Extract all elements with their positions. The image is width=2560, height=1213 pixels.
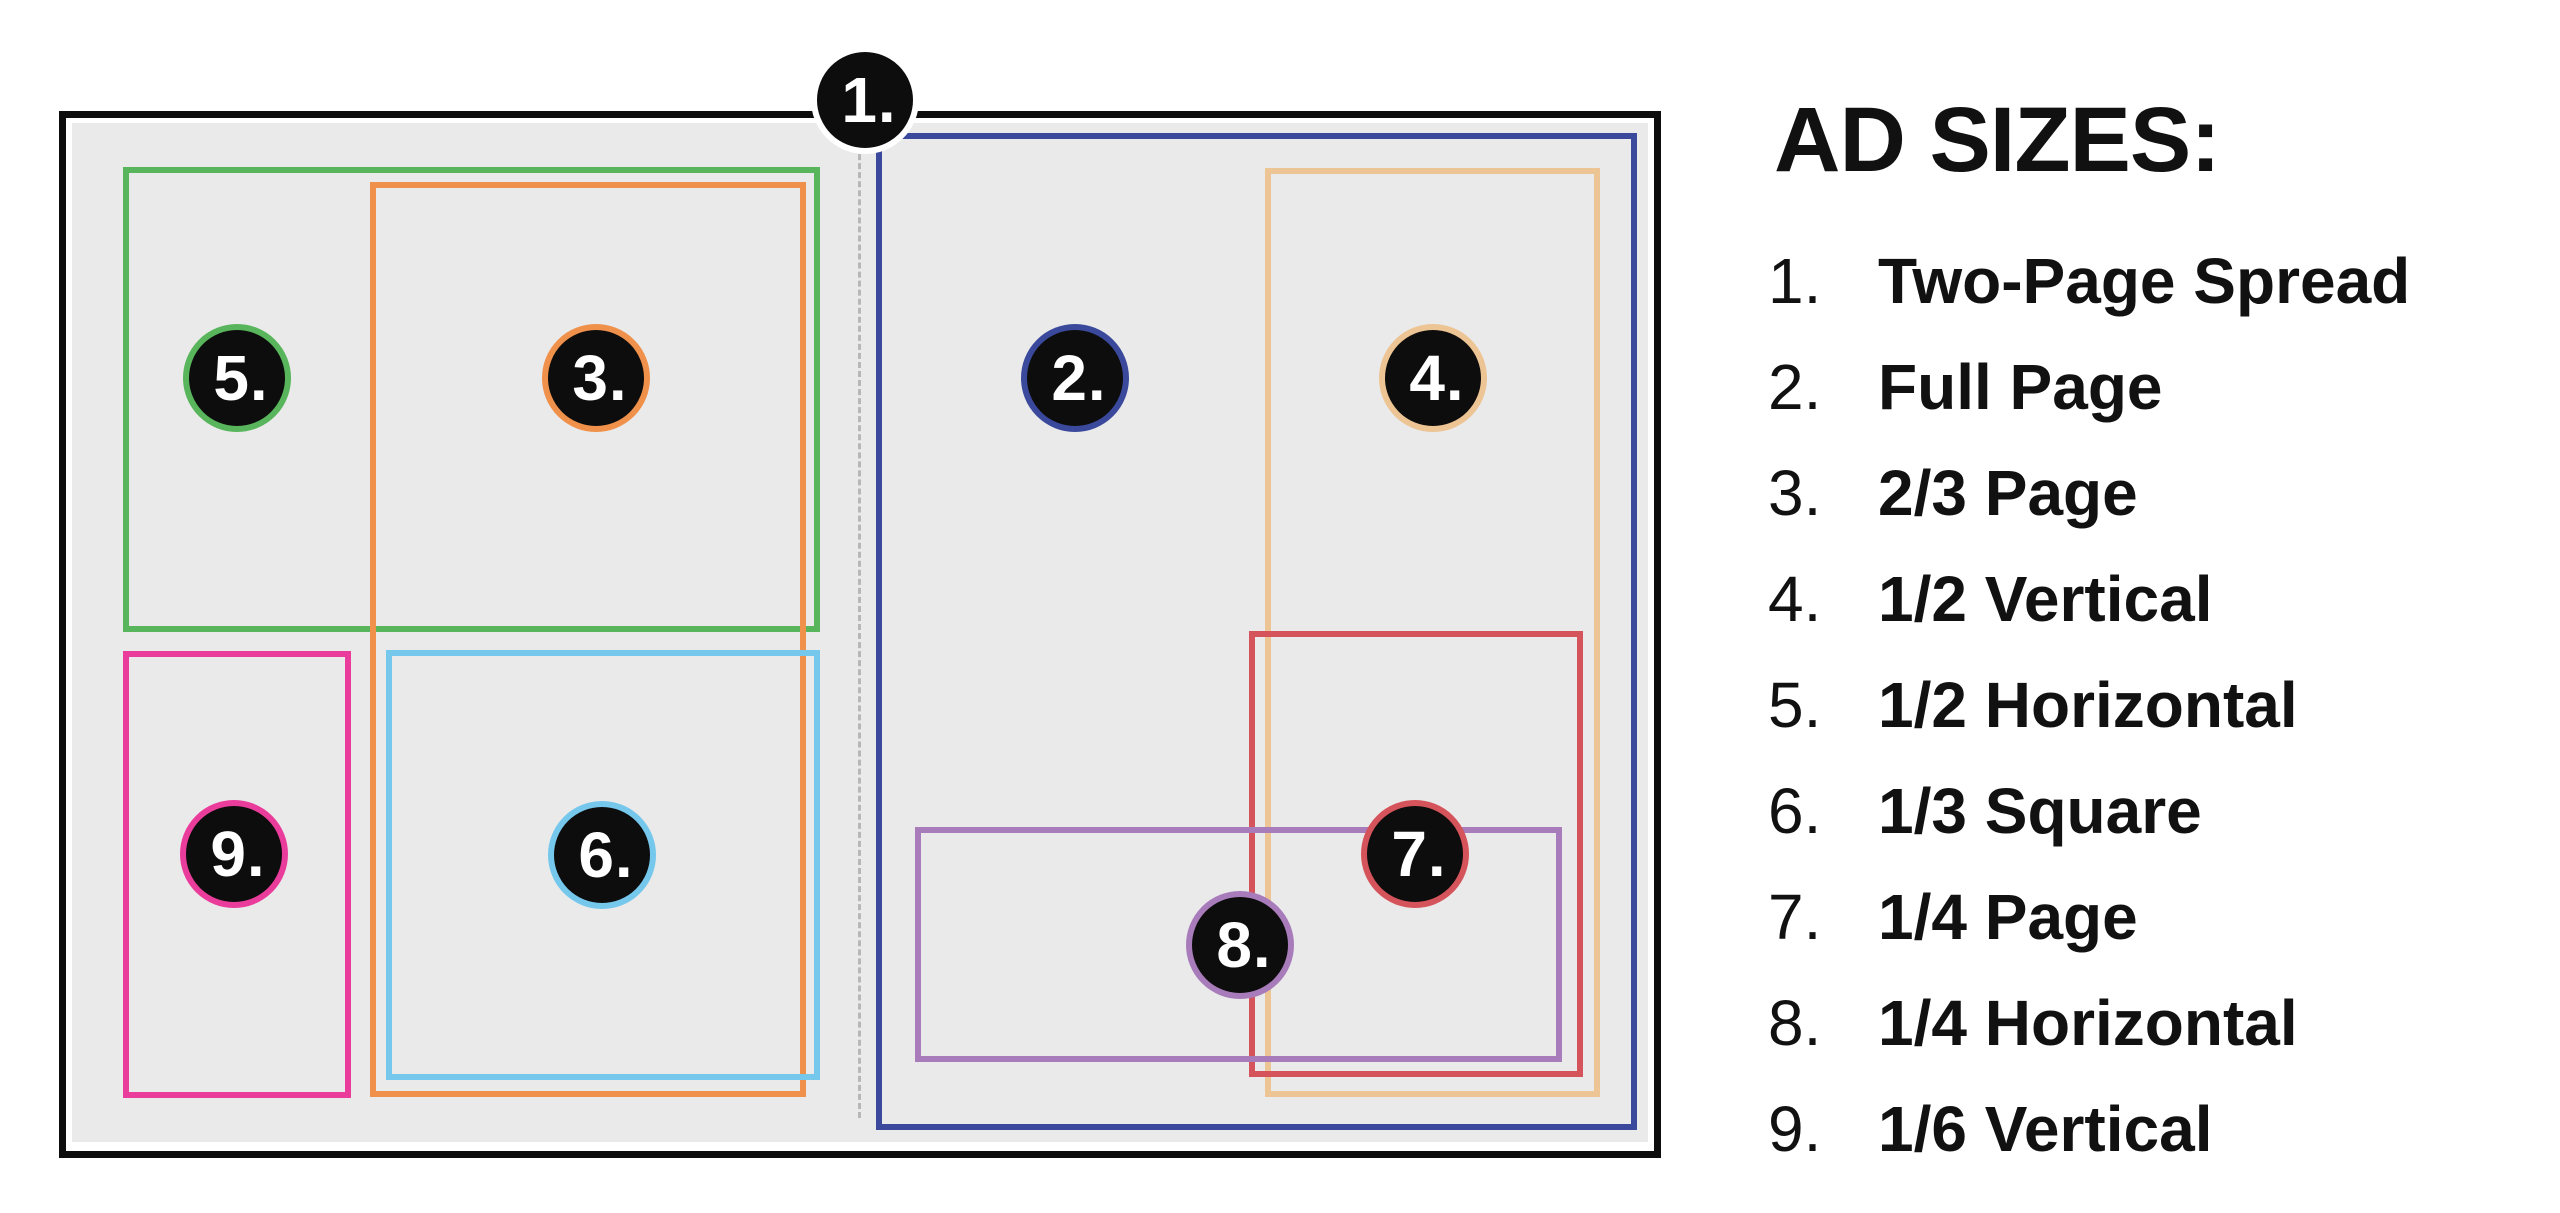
ad-marker-label: 1. xyxy=(841,64,897,136)
legend-item-number: 8. xyxy=(1768,987,1822,1059)
legend-item-label: Two-Page Spread xyxy=(1878,245,2411,317)
legend-item-number: 1. xyxy=(1768,245,1822,317)
ad-marker-label: 2. xyxy=(1051,342,1107,414)
ad-marker-6: 6. xyxy=(548,801,656,909)
legend-title: AD SIZES: xyxy=(1774,89,2221,191)
legend-item-label: 1/4 Page xyxy=(1878,881,2138,953)
legend-item-number: 2. xyxy=(1768,351,1822,423)
ad-marker-label: 6. xyxy=(578,819,634,891)
legend-item-number: 3. xyxy=(1768,457,1822,529)
legend-item-number: 6. xyxy=(1768,775,1822,847)
ad-rect-6 xyxy=(386,650,820,1080)
ad-marker-label: 3. xyxy=(572,342,628,414)
legend-item-4: 4. 1/2 Vertical xyxy=(1768,562,2558,635)
legend-item-6: 6. 1/3 Square xyxy=(1768,774,2558,847)
legend-item-1: 1. Two-Page Spread xyxy=(1768,244,2558,317)
ad-rect-2 xyxy=(876,133,1637,1130)
legend-item-number: 5. xyxy=(1768,669,1822,741)
ad-marker-1: 1. xyxy=(811,46,919,154)
ad-marker-label: 4. xyxy=(1409,342,1465,414)
ad-marker-7: 7. xyxy=(1361,800,1469,908)
legend-item-label: 1/2 Vertical xyxy=(1878,563,2213,635)
ad-marker-2: 2. xyxy=(1021,324,1129,432)
ad-rect-8 xyxy=(915,827,1562,1062)
ad-marker-4: 4. xyxy=(1379,324,1487,432)
ad-marker-3: 3. xyxy=(542,324,650,432)
ad-rect-3 xyxy=(370,182,806,1097)
ad-rect-5 xyxy=(123,167,820,632)
ad-marker-5: 5. xyxy=(183,324,291,432)
legend-item-number: 9. xyxy=(1768,1093,1822,1165)
legend-item-label: Full Page xyxy=(1878,351,2163,423)
legend-item-2: 2. Full Page xyxy=(1768,350,2558,423)
legend-item-5: 5. 1/2 Horizontal xyxy=(1768,668,2558,741)
legend-item-9: 9. 1/6 Vertical xyxy=(1768,1092,2558,1165)
legend-item-label: 1/2 Horizontal xyxy=(1878,669,2298,741)
legend-item-label: 2/3 Page xyxy=(1878,457,2138,529)
legend-item-label: 1/3 Square xyxy=(1878,775,2202,847)
legend-item-number: 4. xyxy=(1768,563,1822,635)
legend-item-label: 1/4 Horizontal xyxy=(1878,987,2298,1059)
ad-marker-label: 7. xyxy=(1391,818,1447,890)
legend-item-label: 1/6 Vertical xyxy=(1878,1093,2213,1165)
ad-rect-7 xyxy=(1249,631,1583,1077)
page-gutter-dashed-line xyxy=(858,127,861,1118)
ad-marker-label: 9. xyxy=(210,818,266,890)
ad-marker-label: 8. xyxy=(1216,909,1272,981)
legend-item-7: 7. 1/4 Page xyxy=(1768,880,2558,953)
ad-marker-9: 9. xyxy=(180,800,288,908)
legend-item-3: 3. 2/3 Page xyxy=(1768,456,2558,529)
legend-item-number: 7. xyxy=(1768,881,1822,953)
ad-rect-9 xyxy=(123,651,351,1098)
legend-item-8: 8. 1/4 Horizontal xyxy=(1768,986,2558,1059)
ad-marker-label: 5. xyxy=(213,342,269,414)
ad-marker-8: 8. xyxy=(1186,891,1294,999)
